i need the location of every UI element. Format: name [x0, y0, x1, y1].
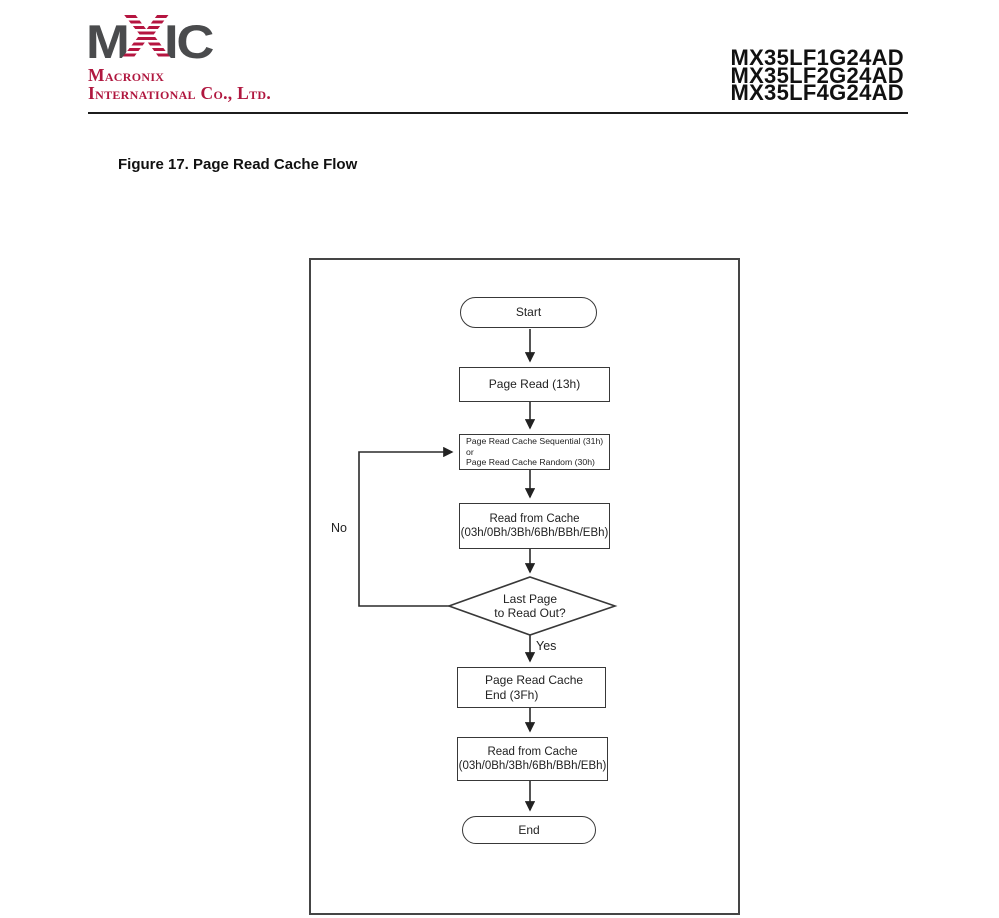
- node-page-read-cache-end-line2: End (3Fh): [485, 687, 539, 702]
- node-read-from-cache-1: Read from Cache (03h/0Bh/3Bh/6Bh/BBh/EBh…: [459, 503, 610, 549]
- edge-label-yes: Yes: [536, 639, 557, 653]
- edge-label-no: No: [331, 521, 347, 535]
- decision-diamond-shape: [446, 576, 618, 636]
- node-page-read-cache-end-line1: Page Read Cache: [485, 672, 584, 687]
- header-divider: [88, 112, 908, 114]
- node-start: Start: [460, 297, 597, 328]
- figure-title: Figure 17. Page Read Cache Flow: [118, 156, 358, 173]
- company-name: Macronix International Co., Ltd.: [88, 66, 271, 102]
- connector-no-loop: [358, 446, 454, 607]
- logo-letter-ic: IC: [163, 15, 214, 68]
- node-end: End: [462, 816, 596, 844]
- node-end-label: End: [518, 822, 540, 837]
- logo-x-striped-icon: X: [121, 0, 172, 72]
- node-page-read: Page Read (13h): [459, 367, 610, 402]
- node-read-from-cache-2-line2: (03h/0Bh/3Bh/6Bh/BBh/EBh): [458, 760, 607, 772]
- node-cache-command-line1: Page Read Cache Sequential (31h) or: [466, 436, 604, 457]
- node-decision-line1: Last Page: [502, 592, 558, 606]
- node-decision-last-page: Last Page to Read Out?: [449, 583, 611, 629]
- node-read-from-cache-2-line1: Read from Cache: [487, 745, 578, 758]
- node-start-label: Start: [515, 305, 542, 319]
- macronix-logo: M X IC: [86, 4, 214, 68]
- company-name-line2: International Co., Ltd.: [88, 83, 272, 103]
- node-decision-line2: to Read Out?: [494, 606, 566, 620]
- part-number: MX35LF4G24AD: [730, 80, 904, 105]
- node-cache-command-line2: Page Read Cache Random (30h): [466, 457, 595, 468]
- part-number: MX35LF1G24AD: [730, 45, 904, 70]
- node-read-from-cache-2: Read from Cache (03h/0Bh/3Bh/6Bh/BBh/EBh…: [457, 737, 608, 781]
- company-name-line1: Macronix: [88, 65, 165, 85]
- node-page-read-cache-end: Page Read Cache End (3Fh): [457, 667, 606, 708]
- part-number-list: MX35LF1G24AD MX35LF2G24AD MX35LF4G24AD: [730, 45, 904, 105]
- node-cache-command: Page Read Cache Sequential (31h) or Page…: [459, 434, 610, 470]
- node-page-read-label: Page Read (13h): [488, 377, 581, 391]
- node-read-from-cache-1-line1: Read from Cache: [489, 512, 580, 525]
- part-number: MX35LF2G24AD: [730, 62, 904, 88]
- node-read-from-cache-1-line2: (03h/0Bh/3Bh/6Bh/BBh/EBh): [460, 527, 609, 539]
- logo-letter-m: M: [86, 15, 130, 68]
